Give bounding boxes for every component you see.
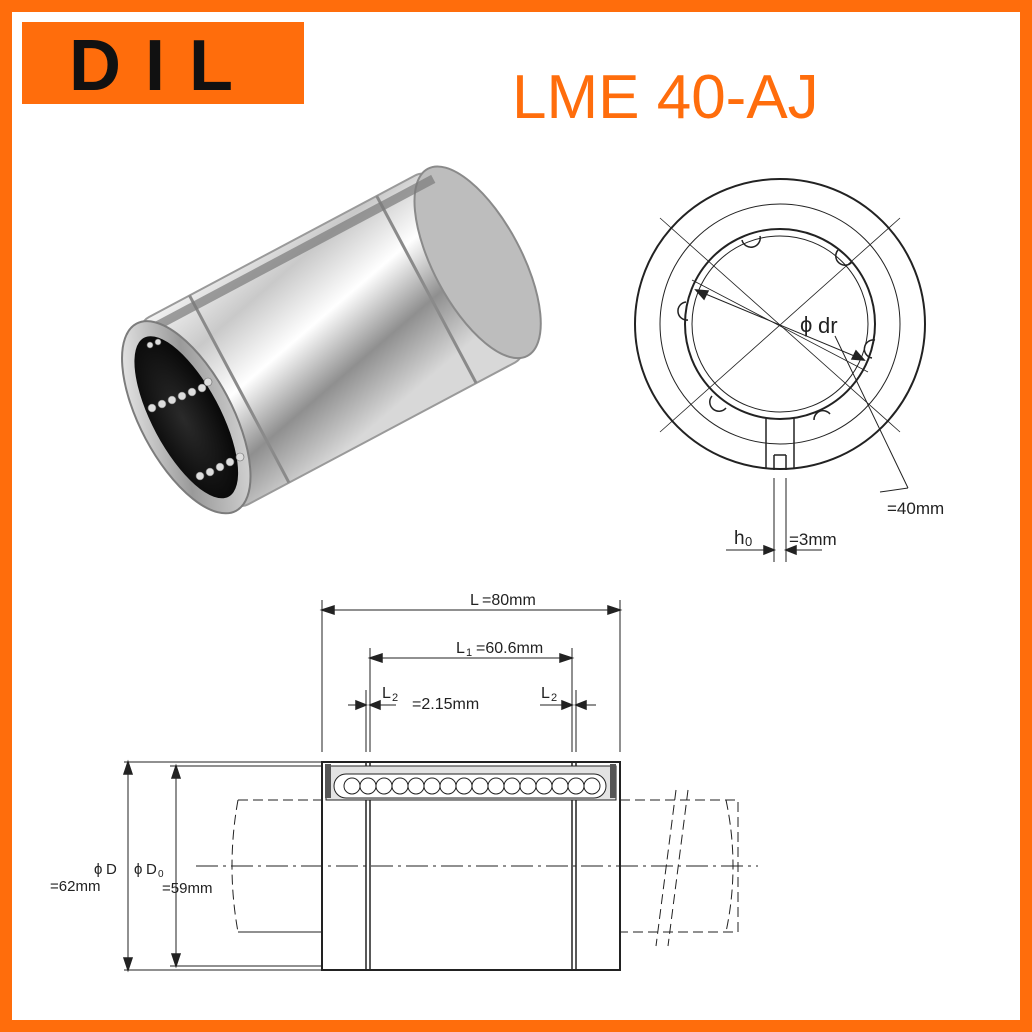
dr-value: =40mm xyxy=(887,499,944,518)
brand-logo: DIL xyxy=(22,22,304,104)
dr-label: dr xyxy=(818,313,838,338)
L-label: L xyxy=(470,592,479,609)
L1-label: L xyxy=(456,640,465,657)
brand-logo-text: DIL xyxy=(69,26,257,106)
D0-value: =59mm xyxy=(162,880,212,897)
D0-label: D xyxy=(146,861,157,878)
dr-symbol: ϕ xyxy=(800,312,812,337)
D0-symbol: ϕ xyxy=(134,861,142,878)
L2-left-sub: 2 xyxy=(392,692,398,704)
end-view-drawing xyxy=(634,178,926,562)
bearing-photo xyxy=(121,165,542,515)
h0-label: h xyxy=(734,528,745,549)
product-title: LME 40-AJ xyxy=(512,63,819,132)
L2-right-label: L xyxy=(541,685,550,702)
D0-sub: 0 xyxy=(158,869,164,880)
L1-value: =60.6mm xyxy=(476,640,543,657)
D-label: D xyxy=(106,861,117,878)
L2-value: =2.15mm xyxy=(412,696,479,713)
h0-sub: 0 xyxy=(745,534,752,549)
D-symbol: ϕ xyxy=(94,861,102,878)
D-value: =62mm xyxy=(50,878,100,895)
h0-value: =3mm xyxy=(789,530,837,549)
L2-right-sub: 2 xyxy=(551,692,557,704)
ball-row xyxy=(343,777,601,795)
L1-sub: 1 xyxy=(466,647,472,659)
L2-left-label: L xyxy=(382,685,391,702)
L-value: =80mm xyxy=(482,592,536,609)
